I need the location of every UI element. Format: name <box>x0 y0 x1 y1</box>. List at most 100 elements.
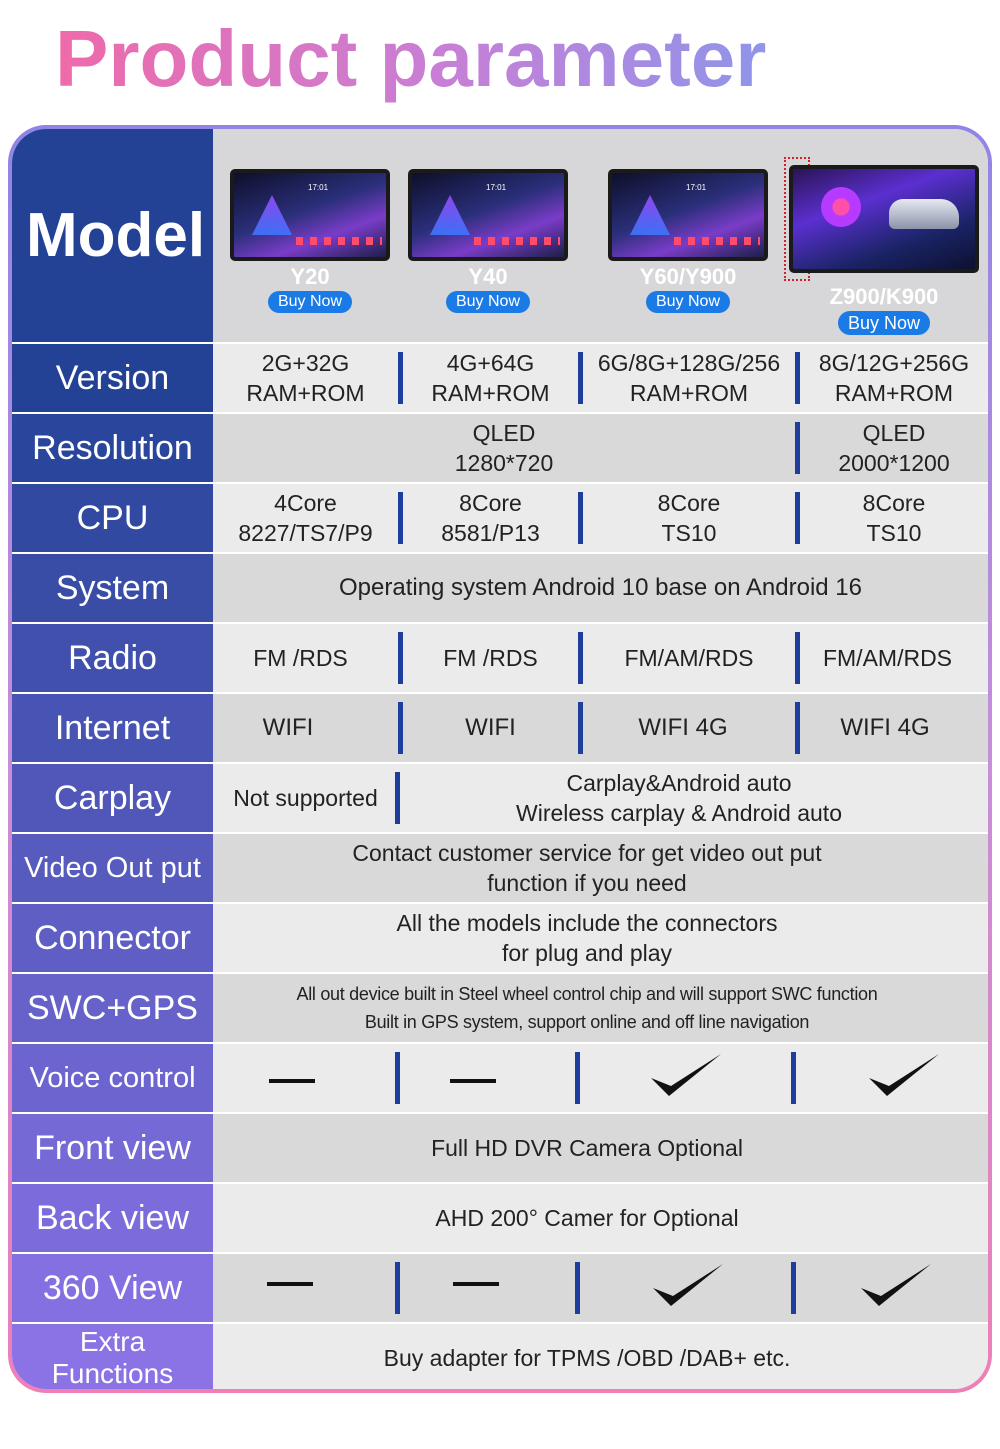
row-label-carplay: Carplay <box>12 764 213 832</box>
row-label-version: Version <box>12 344 213 412</box>
checkmark-icon <box>869 1054 939 1096</box>
column-separator <box>795 492 800 544</box>
headunit-image: 17:01 <box>230 169 390 261</box>
cell-y60: FM/AM/RDS <box>624 645 754 671</box>
row-extra-functions: Buy adapter for TPMS /OBD /DAB+ etc. <box>213 1324 988 1389</box>
column-separator <box>398 352 403 404</box>
row-swc-gps: All out device built in Steel wheel cont… <box>213 974 988 1042</box>
row-label-360-view: 360 View <box>12 1254 213 1322</box>
row-label-radio: Radio <box>12 624 213 692</box>
column-separator <box>795 702 800 754</box>
model-label: Model <box>12 129 213 342</box>
column-separator <box>795 632 800 684</box>
row-label-system: System <box>12 554 213 622</box>
column-separator <box>575 1052 580 1104</box>
row-label-back-view: Back view <box>12 1184 213 1252</box>
column-separator <box>398 492 403 544</box>
parameter-table: Model 17:01 Y20 Buy Now 17:01 Y40 Buy No… <box>12 129 988 1389</box>
column-separator <box>398 632 403 684</box>
cell-y40: WIFI <box>465 714 516 741</box>
buy-now-button[interactable]: Buy Now <box>837 311 931 335</box>
row-back-view: AHD 200° Camer for Optional <box>213 1184 988 1252</box>
column-separator <box>791 1262 796 1314</box>
cell-y20: FM /RDS <box>253 645 348 671</box>
row-label-cpu: CPU <box>12 484 213 552</box>
column-separator <box>578 702 583 754</box>
row-label-internet: Internet <box>12 694 213 762</box>
column-separator <box>578 352 583 404</box>
product-card-y60-y900[interactable]: 17:01 Y60/Y900 Buy Now <box>603 169 773 313</box>
row-label-swc-gps: SWC+GPS <box>12 974 213 1042</box>
product-name: Z900/K900 <box>829 284 939 309</box>
row-radio: FM /RDS FM /RDS FM/AM/RDS FM/AM/RDS <box>213 624 988 692</box>
cell-all: All out device built in Steel wheel cont… <box>296 984 878 1032</box>
product-name: Y60/Y900 <box>639 264 737 289</box>
model-header: 17:01 Y20 Buy Now 17:01 Y40 Buy Now 17:0… <box>213 129 988 342</box>
buy-now-button[interactable]: Buy Now <box>645 291 731 313</box>
checkmark-icon <box>861 1264 931 1306</box>
column-separator <box>398 702 403 754</box>
row-system: Operating system Android 10 base on Andr… <box>213 554 988 622</box>
page-title: Product parameter <box>55 14 767 103</box>
product-name: Y20 <box>290 264 330 289</box>
headunit-image: 17:01 <box>408 169 568 261</box>
cell-all: Full HD DVR Camera Optional <box>431 1135 743 1161</box>
cell-all: AHD 200° Camer for Optional <box>435 1205 739 1231</box>
row-label-video-out: Video Out put <box>12 834 213 902</box>
product-card-y40[interactable]: 17:01 Y40 Buy Now <box>403 169 573 313</box>
product-card-y20[interactable]: 17:01 Y20 Buy Now <box>225 169 395 313</box>
column-separator <box>795 352 800 404</box>
row-label-front-view: Front view <box>12 1114 213 1182</box>
column-separator <box>578 492 583 544</box>
column-separator <box>575 1262 580 1314</box>
row-front-view: Full HD DVR Camera Optional <box>213 1114 988 1182</box>
cell-y20: WIFI <box>262 714 314 741</box>
not-supported-dash-icon <box>267 1282 313 1286</box>
row-360-view <box>213 1254 988 1322</box>
cell-y40: FM /RDS <box>443 645 538 671</box>
not-supported-dash-icon <box>450 1079 496 1083</box>
row-label-resolution: Resolution <box>12 414 213 482</box>
cell-y20: Not supported <box>233 785 378 811</box>
buy-now-button[interactable]: Buy Now <box>445 291 531 313</box>
row-label-voice-control: Voice control <box>12 1044 213 1112</box>
column-separator <box>795 422 800 474</box>
row-internet: WIFI WIFI WIFI 4G WIFI 4G <box>213 694 988 762</box>
column-separator <box>395 1052 400 1104</box>
row-voice-control <box>213 1044 988 1112</box>
column-separator <box>395 1262 400 1314</box>
checkmark-icon <box>651 1054 721 1096</box>
column-separator <box>791 1052 796 1104</box>
cell-all: Buy adapter for TPMS /OBD /DAB+ etc. <box>383 1345 791 1371</box>
cell-z900: FM/AM/RDS <box>822 645 953 671</box>
column-separator <box>395 772 400 824</box>
cell-all: Contact customer service for get video o… <box>352 840 822 896</box>
buy-now-button[interactable]: Buy Now <box>267 291 353 313</box>
row-video-out: Contact customer service for get video o… <box>213 834 988 902</box>
column-separator <box>578 632 583 684</box>
product-card-z900-k900[interactable]: Z900/K900 Buy Now <box>786 165 982 335</box>
headunit-image: 17:01 <box>608 169 768 261</box>
product-name: Y40 <box>468 264 508 289</box>
not-supported-dash-icon <box>453 1282 499 1286</box>
parameter-table-frame: Model 17:01 Y20 Buy Now 17:01 Y40 Buy No… <box>8 125 992 1393</box>
row-label-connector: Connector <box>12 904 213 972</box>
cell-y60: WIFI 4G <box>638 714 728 741</box>
